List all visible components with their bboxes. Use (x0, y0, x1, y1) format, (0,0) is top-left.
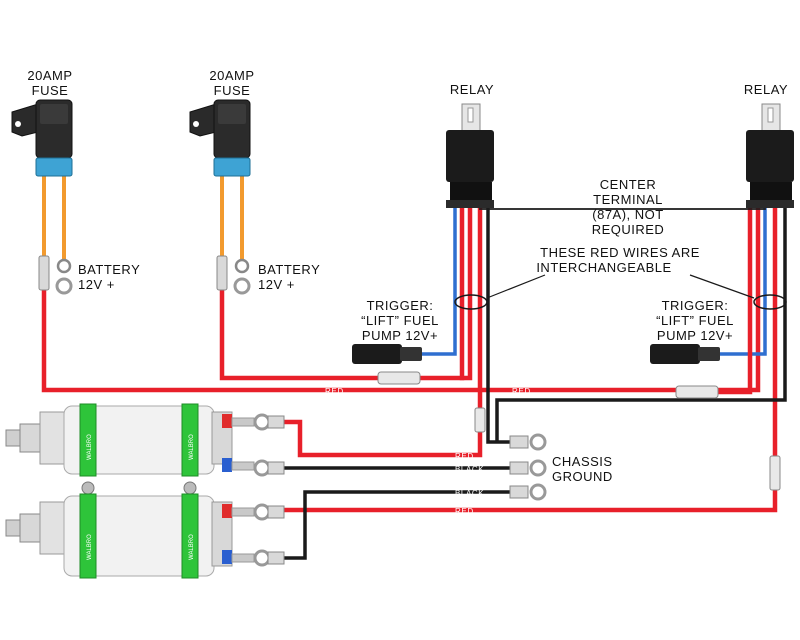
relay1-black-ground-wire (486, 203, 512, 444)
pump2-black-ground-wire (268, 490, 514, 560)
ring-terminals (253, 413, 547, 567)
trigger-connector-1 (352, 344, 422, 364)
wire-labels: RED RED RED BLACK BLACK RED (325, 387, 531, 516)
trigger2-label-line2: “LIFT” FUEL (656, 313, 734, 328)
fuse2-label-line1: 20AMP (209, 68, 254, 83)
wire-label-red-pump2: RED (455, 507, 474, 516)
fuse-terminals (38, 255, 251, 295)
wires (41, 176, 787, 560)
relay2-black-ground-wire (495, 203, 787, 442)
relay1-label: RELAY (450, 82, 494, 97)
battery1-label: BATTERY 12V + (78, 262, 140, 292)
wire-label-red-pump1: RED (455, 452, 474, 461)
interchangeable-marker-2 (753, 294, 787, 310)
relay-1 (446, 103, 494, 208)
wire-label-black-pump1: BLACK (455, 465, 484, 474)
trigger2-label-line1: TRIGGER: (662, 298, 729, 313)
interchangeable-marker-1 (454, 294, 488, 310)
chassis-ground-line1: CHASSIS (552, 454, 613, 469)
fuel-pump-1: WALBRO WALBRO (5, 403, 255, 477)
chassis-ground-label: CHASSIS GROUND (552, 454, 613, 484)
battery2-label: BATTERY 12V + (258, 262, 320, 292)
pump2-band-text-a: WALBRO (87, 534, 93, 560)
pump-bracket-right (183, 481, 197, 495)
relay2-red-wire-b (705, 202, 753, 395)
fuse2-label-line2: FUSE (214, 83, 251, 98)
butt-splices (377, 371, 781, 491)
wire-label-red-main-left: RED (325, 387, 344, 396)
fuse-holder-1 (11, 99, 73, 177)
trigger1-label-line1: TRIGGER: (367, 298, 434, 313)
relay-2 (746, 103, 794, 208)
fuse1-label-line1: 20AMP (27, 68, 72, 83)
center-terminal-line4: REQUIRED (592, 222, 665, 237)
battery2-label-line1: BATTERY (258, 262, 320, 277)
chassis-ground-line2: GROUND (552, 469, 613, 484)
relay1-red-wire-to-pump1 (279, 202, 483, 458)
pump2-band-text-b: WALBRO (189, 534, 195, 560)
fuse-holder-2 (189, 99, 251, 177)
center-terminal-line1: CENTER (600, 177, 656, 192)
relay2-red-wire-to-pump2 (279, 202, 778, 513)
fuel-pump-2: WALBRO WALBRO (5, 493, 255, 579)
trigger-connector-2 (650, 344, 720, 364)
red-wires-note: THESE RED WIRES ARE INTERCHANGEABLE (536, 245, 700, 275)
trigger1-label-line3: PUMP 12V+ (362, 328, 438, 343)
pump1-band-text-a: WALBRO (87, 434, 93, 460)
red-main-wire-fuse2 (219, 202, 473, 381)
battery2-label-line2: 12V + (258, 277, 295, 292)
trigger2-label-line3: PUMP 12V+ (657, 328, 733, 343)
center-terminal-line3: (87A), NOT (592, 207, 663, 222)
interchangeable-leader-1 (486, 274, 546, 299)
fuse2-label: 20AMP FUSE (209, 68, 254, 98)
pump-bracket-left (81, 481, 95, 495)
trigger1-label-line2: “LIFT” FUEL (361, 313, 439, 328)
fuse1-label-line2: FUSE (32, 83, 69, 98)
red-wires-note-line1: THESE RED WIRES ARE (540, 245, 700, 260)
fuse1-label: 20AMP FUSE (27, 68, 72, 98)
trigger2-label: TRIGGER: “LIFT” FUEL PUMP 12V+ (656, 298, 734, 343)
center-terminal-label: CENTER TERMINAL (87A), NOT REQUIRED (592, 177, 665, 237)
center-terminal-line2: TERMINAL (593, 192, 663, 207)
interchangeable-leader-2 (689, 274, 755, 299)
red-wires-note-line2: INTERCHANGEABLE (536, 260, 671, 275)
wire-label-red-main-right: RED (512, 387, 531, 396)
trigger1-label: TRIGGER: “LIFT” FUEL PUMP 12V+ (361, 298, 439, 343)
relay2-blue-trigger-wire (714, 203, 767, 356)
battery1-label-line2: 12V + (78, 277, 115, 292)
relay2-label: RELAY (744, 82, 788, 97)
relay1-blue-trigger-wire (418, 203, 457, 356)
battery1-label-line1: BATTERY (78, 262, 140, 277)
wire-label-black-pump2: BLACK (455, 489, 484, 498)
pump1-band-text-b: WALBRO (189, 434, 195, 460)
